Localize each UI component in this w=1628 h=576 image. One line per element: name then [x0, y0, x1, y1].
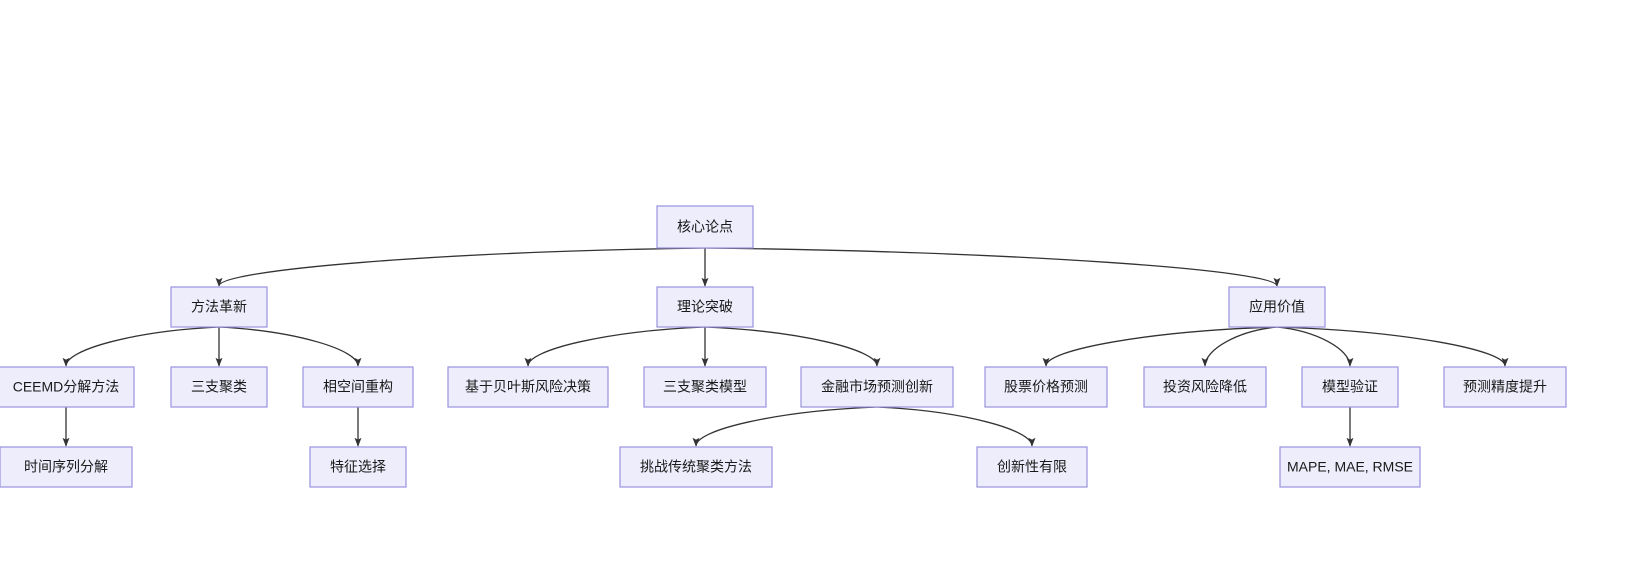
flow-node-box[interactable]: [170, 366, 268, 408]
flow-edge: [1201, 326, 1278, 367]
flow-node-label: 模型验证: [1322, 379, 1378, 395]
flow-node-label: 挑战传统聚类方法: [640, 459, 752, 475]
flow-node[interactable]: 三支聚类模型: [643, 366, 767, 408]
edges-layer: [62, 247, 1509, 447]
flow-node-box[interactable]: [656, 286, 754, 328]
flow-node[interactable]: MAPE, MAE, RMSE: [1279, 446, 1421, 488]
flow-node-label: 理论突破: [677, 299, 733, 315]
flow-edge: [218, 326, 362, 367]
flow-node-box[interactable]: [309, 446, 407, 488]
flow-node[interactable]: 核心论点: [656, 205, 754, 249]
flow-node[interactable]: 相空间重构: [302, 366, 414, 408]
flow-node-box[interactable]: [656, 205, 754, 249]
flow-node-label: 核心论点: [677, 219, 733, 235]
flow-edge: [1276, 326, 1509, 367]
flow-edge: [1276, 326, 1354, 367]
flow-node-box[interactable]: [170, 286, 268, 328]
flow-node-box[interactable]: [1228, 286, 1326, 328]
flow-node-label: 预测精度提升: [1463, 379, 1547, 395]
flow-node[interactable]: 应用价值: [1228, 286, 1326, 328]
flow-edge: [704, 247, 1281, 287]
flow-node[interactable]: 三支聚类: [170, 366, 268, 408]
flow-edge: [876, 406, 1036, 447]
flow-node-box[interactable]: [0, 446, 133, 488]
flow-node-label: 基于贝叶斯风险决策: [465, 379, 591, 395]
flow-node[interactable]: 投资风险降低: [1143, 366, 1267, 408]
flow-node[interactable]: 特征选择: [309, 446, 407, 488]
flow-node-label: 金融市场预测创新: [821, 379, 933, 395]
flow-node-label: 投资风险降低: [1163, 379, 1247, 395]
flow-edge: [692, 406, 878, 447]
flow-node[interactable]: 创新性有限: [976, 446, 1088, 488]
flow-node-label: 创新性有限: [997, 459, 1067, 475]
flow-node-box[interactable]: [447, 366, 609, 408]
flow-node-label: CEEMD分解方法: [13, 379, 120, 395]
flow-node-box[interactable]: [0, 366, 135, 408]
flow-node-label: 三支聚类: [191, 379, 247, 395]
flow-node-box[interactable]: [302, 366, 414, 408]
flow-node-box[interactable]: [1279, 446, 1421, 488]
flow-node[interactable]: 时间序列分解: [0, 446, 133, 488]
flow-node-box[interactable]: [619, 446, 773, 488]
flow-edge: [62, 326, 220, 367]
flow-node[interactable]: 方法革新: [170, 286, 268, 328]
flow-node-label: 应用价值: [1249, 299, 1305, 315]
flow-node-label: 方法革新: [191, 299, 247, 315]
flow-node[interactable]: 金融市场预测创新: [800, 366, 954, 408]
flow-node-box[interactable]: [1143, 366, 1267, 408]
flow-node-box[interactable]: [976, 446, 1088, 488]
flow-edge: [215, 247, 706, 287]
flow-node-box[interactable]: [643, 366, 767, 408]
flow-node-label: 特征选择: [330, 459, 386, 475]
flow-edge: [704, 326, 881, 367]
flow-node-box[interactable]: [1301, 366, 1399, 408]
flow-node-box[interactable]: [800, 366, 954, 408]
flow-node-label: 三支聚类模型: [663, 379, 747, 395]
flow-node-label: 相空间重构: [323, 379, 393, 395]
flow-node-box[interactable]: [984, 366, 1108, 408]
flow-node-label: 时间序列分解: [24, 459, 108, 475]
flow-node-label: 股票价格预测: [1004, 379, 1088, 395]
flow-node[interactable]: 股票价格预测: [984, 366, 1108, 408]
flow-node[interactable]: CEEMD分解方法: [0, 366, 135, 408]
flow-node[interactable]: 挑战传统聚类方法: [619, 446, 773, 488]
flow-node[interactable]: 基于贝叶斯风险决策: [447, 366, 609, 408]
flow-edge: [1042, 326, 1278, 367]
flow-node-box[interactable]: [1443, 366, 1567, 408]
flow-node[interactable]: 模型验证: [1301, 366, 1399, 408]
flow-node[interactable]: 理论突破: [656, 286, 754, 328]
flow-node[interactable]: 预测精度提升: [1443, 366, 1567, 408]
flow-edge: [524, 326, 706, 367]
flow-node-label: MAPE, MAE, RMSE: [1287, 459, 1413, 475]
